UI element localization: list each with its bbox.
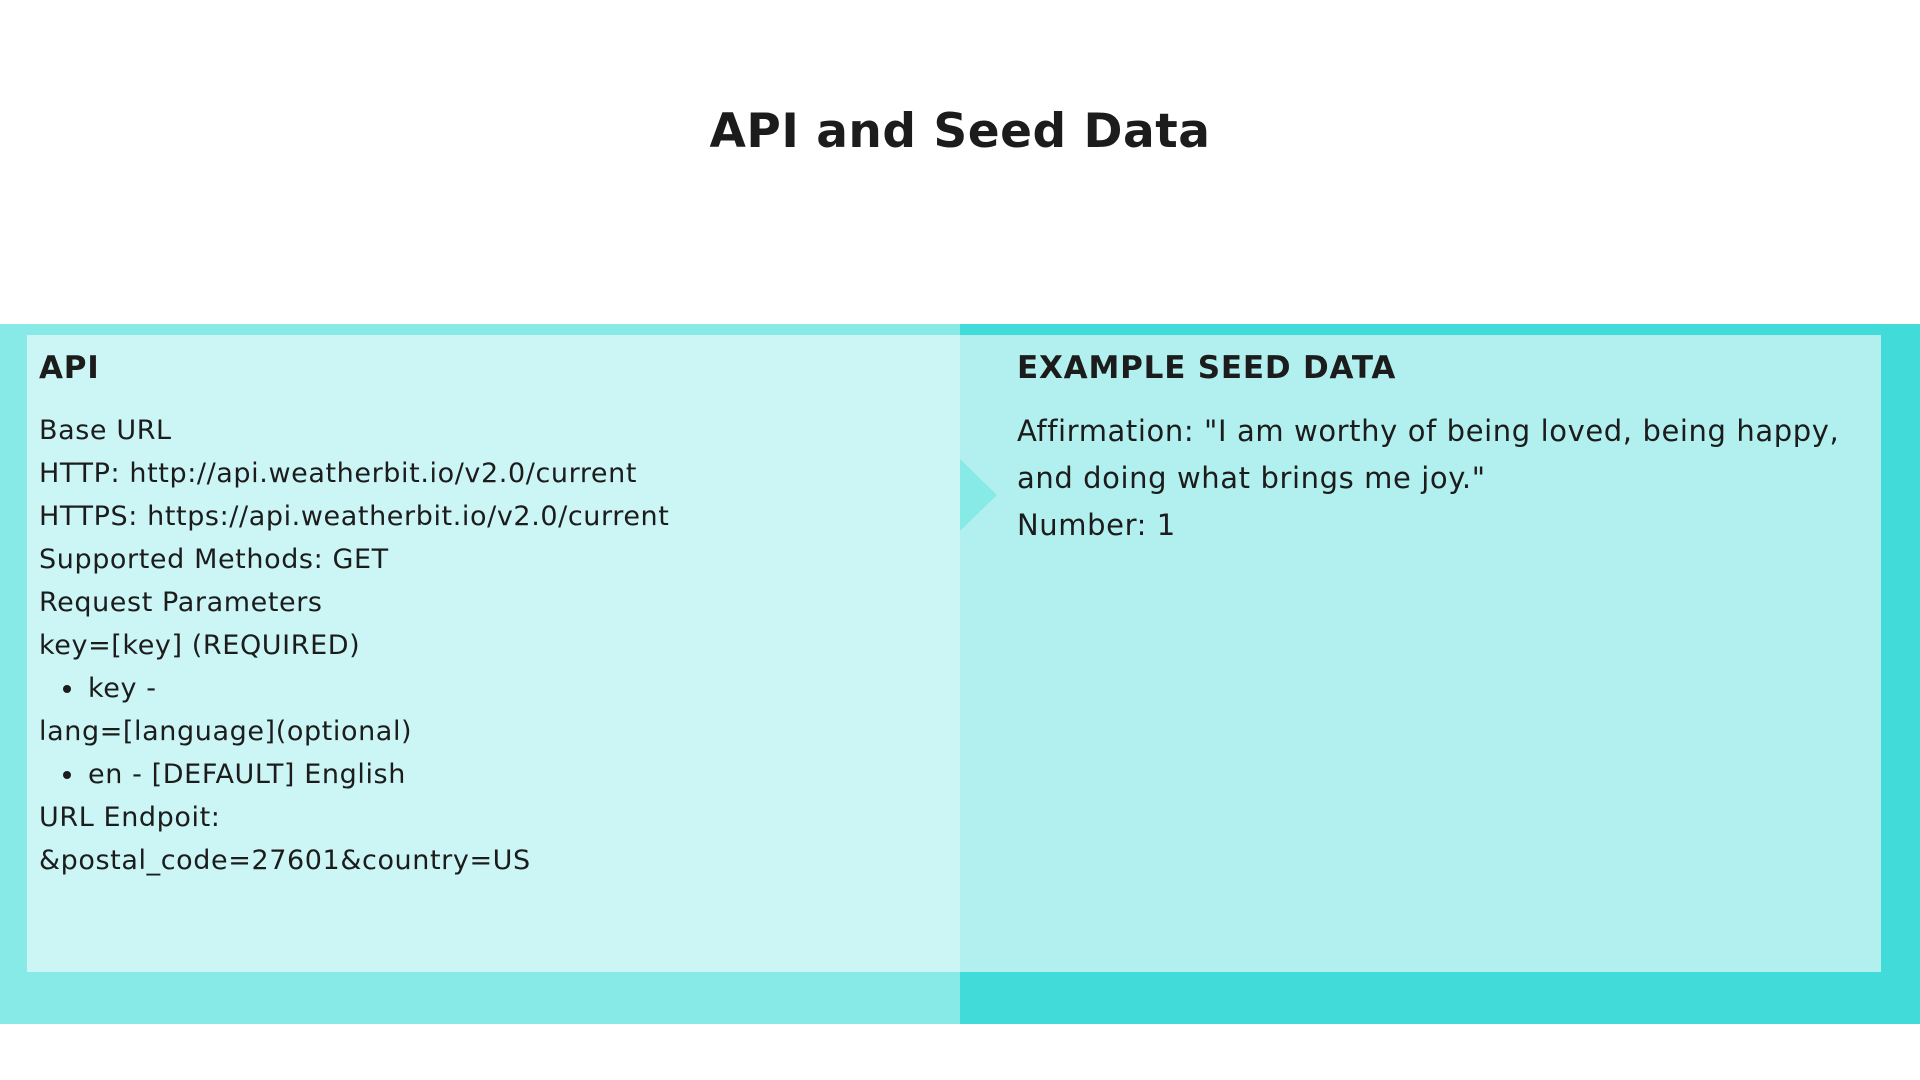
seed-content: Affirmation: "I am worthy of being loved…: [1017, 408, 1857, 549]
list-item: key -: [39, 667, 939, 710]
arrow-right-icon: [960, 459, 997, 531]
lang-bullet-text: en - [DEFAULT] English: [88, 759, 406, 790]
https-url: HTTPS: https://api.weatherbit.io/v2.0/cu…: [39, 501, 670, 532]
api-heading: API: [39, 350, 100, 386]
key-bullet-text: key -: [88, 673, 157, 704]
seed-panel: [960, 335, 1881, 972]
bullet-icon: [63, 685, 71, 693]
endpoint-value: &postal_code=27601&country=US: [39, 845, 531, 876]
api-panel: [27, 335, 960, 972]
base-url-label: Base URL: [39, 415, 172, 446]
lang-parameter: lang=[language](optional): [39, 716, 413, 747]
affirmation-text: Affirmation: "I am worthy of being loved…: [1017, 414, 1840, 495]
endpoint-label: URL Endpoit:: [39, 802, 221, 833]
http-url: HTTP: http://api.weatherbit.io/v2.0/curr…: [39, 458, 638, 489]
list-item: en - [DEFAULT] English: [39, 753, 939, 796]
slide-title: API and Seed Data: [709, 104, 1211, 159]
number-text: Number: 1: [1017, 508, 1176, 542]
seed-heading: EXAMPLE SEED DATA: [1017, 350, 1397, 386]
api-content: Base URL HTTP: http://api.weatherbit.io/…: [39, 409, 939, 882]
bullet-icon: [63, 771, 71, 779]
supported-methods: Supported Methods: GET: [39, 544, 389, 575]
key-parameter: key=[key] (REQUIRED): [39, 630, 361, 661]
request-parameters-label: Request Parameters: [39, 587, 323, 618]
